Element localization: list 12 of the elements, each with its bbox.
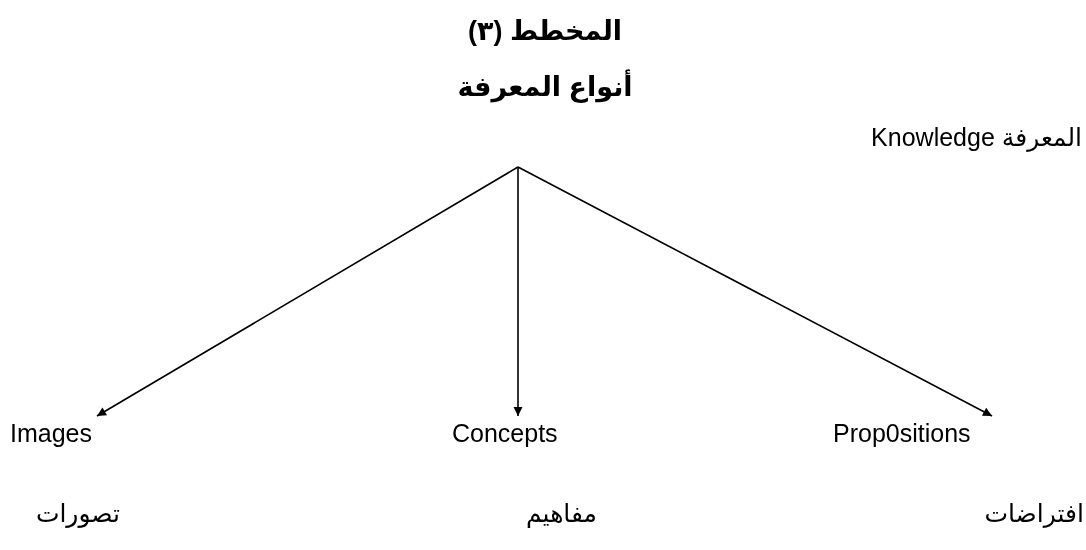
category-label: Images: [10, 418, 92, 448]
title: المخطط (٣): [467, 15, 623, 48]
category-label: Prop0sitions: [833, 418, 971, 448]
arrow: [517, 166, 993, 417]
translation-label: تصورات: [35, 498, 120, 528]
arrow: [513, 166, 523, 417]
root-label: المعرفة Knowledge: [871, 122, 1082, 152]
subtitle: أنواع المعرفة: [457, 70, 633, 104]
translation-label: مفاهيم: [525, 498, 597, 528]
arrow: [96, 166, 519, 417]
category-label: Concepts: [452, 418, 558, 448]
translation-label: افتراضات: [984, 498, 1084, 528]
